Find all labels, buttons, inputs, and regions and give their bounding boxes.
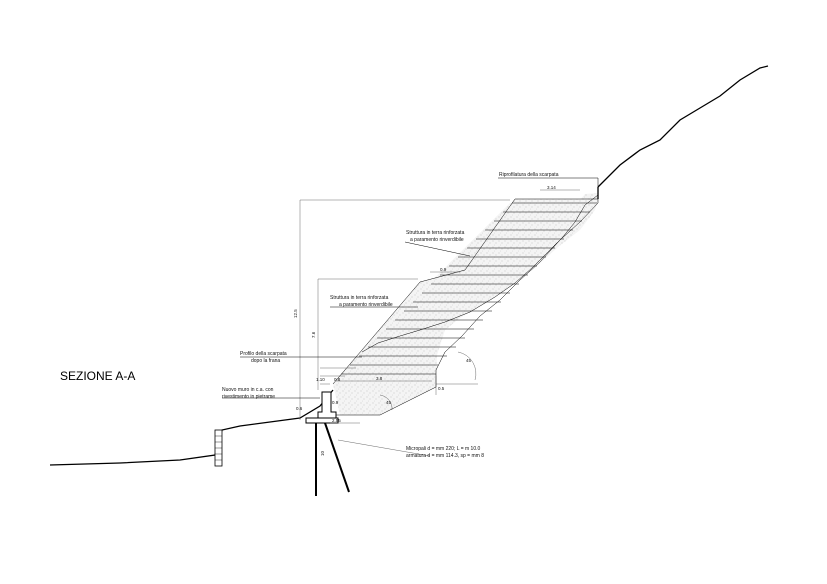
reinforced-earth-face <box>332 198 598 385</box>
dim-angle-lower: 45 <box>386 400 392 405</box>
dim-total-height: 12.5 <box>293 309 298 318</box>
label-struttura-mid-1: Struttura in terra rinforzata <box>330 295 389 301</box>
label-micropali-1: Micropali d = mm 220; L = m 10.0 <box>406 446 481 452</box>
reinforced-earth-base <box>333 384 436 415</box>
dim-top-width: 3.14 <box>547 185 556 190</box>
dimension-lines <box>299 189 580 457</box>
label-riprofilatura: Riprofilatura della scarpata <box>499 172 559 178</box>
slope-profile-after-landslide <box>361 194 599 353</box>
dim-step-c: 0.6 <box>296 406 303 411</box>
ground-profile-upper <box>597 65 769 188</box>
dim-wall-h: 0.9 <box>332 400 339 405</box>
dim-step-b: 0.8 <box>334 377 341 382</box>
stone-retaining-element <box>214 429 223 467</box>
dim-angle-upper: 45 <box>466 358 472 363</box>
label-struttura-top-2: a paramento rinverdibile <box>410 237 464 243</box>
label-struttura-mid-2: a paramento rinverdibile <box>339 302 393 308</box>
label-muro-1: Nuovo muro in c.a. con <box>222 387 274 393</box>
dim-upper-width: 0.9 <box>440 267 447 272</box>
micropiles <box>315 422 350 496</box>
label-micropali-2: armatura d = mm 114.3, sp = mm 8 <box>406 453 484 459</box>
dim-lower-width: 3.8 <box>376 376 383 381</box>
label-profilo-2: dopo la frana <box>251 358 280 364</box>
ground-profile <box>49 389 334 466</box>
dim-micropile-len: 10 <box>320 450 325 456</box>
dim-base-width: 2.55 <box>332 418 341 423</box>
label-muro-2: rivestimento in pietrame <box>222 394 275 400</box>
dim-mid-height: 7.6 <box>311 331 316 338</box>
dim-step-a: 1.10 <box>316 377 325 382</box>
label-profilo-1: Profilo della scarpata <box>240 351 287 357</box>
concrete-wall <box>305 391 339 424</box>
leader-lines <box>222 177 599 399</box>
label-struttura-top-1: Struttura in terra rinforzata <box>406 230 465 236</box>
section-title: SEZIONE A-A <box>60 369 135 383</box>
dim-step-d: 0.5 <box>438 386 445 391</box>
